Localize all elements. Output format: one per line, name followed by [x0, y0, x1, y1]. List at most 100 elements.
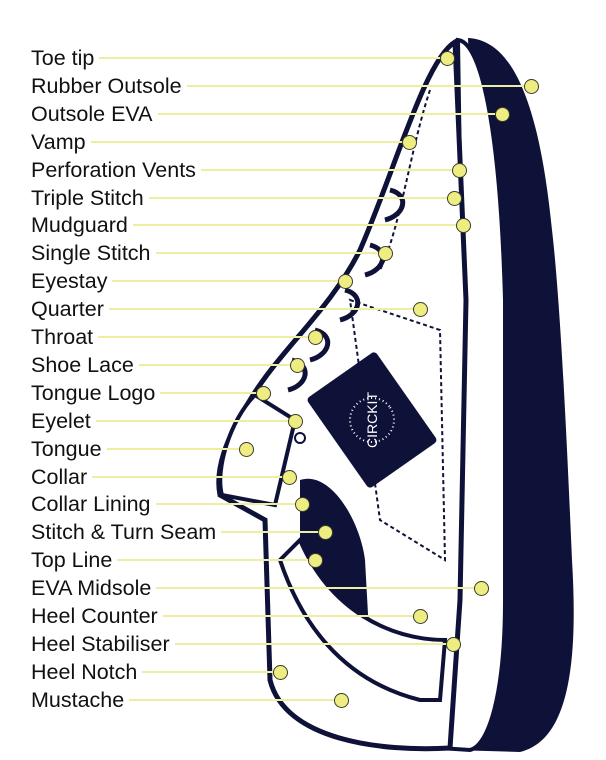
callout-perforation-vents: Perforation Vents [31, 156, 460, 184]
leader-line [200, 168, 460, 171]
callout-heel-notch: Heel Notch [31, 658, 281, 686]
callout-shoe-lace: Shoe Lace [31, 351, 298, 379]
eyelet [294, 432, 306, 444]
leader-line [148, 196, 455, 199]
callout-label: Collar [31, 464, 88, 489]
callout-eyelet: Eyelet [31, 407, 296, 435]
leader-line [132, 224, 464, 227]
callout-label: Top Line [31, 548, 113, 573]
leader-line [157, 112, 503, 115]
callout-tongue-logo: Tongue Logo [31, 379, 264, 407]
callout-label: EVA Midsole [31, 576, 152, 601]
callout-dot [452, 162, 467, 178]
callout-label: Eyelet [31, 408, 91, 433]
callout-label: Outsole EVA [31, 101, 153, 126]
callout-tongue: Tongue [31, 435, 247, 463]
callout-mustache: Mustache [31, 686, 342, 714]
callout-triple-stitch: Triple Stitch [31, 184, 455, 212]
callout-dot [334, 692, 349, 708]
callout-outsole-eva: Outsole EVA [31, 100, 503, 128]
callout-label: Single Stitch [31, 241, 151, 266]
callout-dot [318, 525, 333, 541]
callout-label: Rubber Outsole [31, 73, 182, 98]
leader-line [142, 670, 281, 673]
callout-eyestay: Eyestay [31, 267, 346, 295]
leader-line [99, 57, 448, 59]
callout-label: Tongue Logo [31, 380, 156, 405]
callout-dot [413, 302, 428, 318]
callout-label: Triple Stitch [31, 185, 144, 210]
callout-collar: Collar [31, 463, 290, 491]
callout-dot [495, 106, 510, 122]
callout-toe-tip: Toe tip [31, 44, 448, 72]
callout-label: Heel Stabiliser [31, 631, 170, 656]
tongue-logo: CIRCKIT [307, 352, 437, 488]
callout-heel-stabiliser: Heel Stabiliser [31, 630, 454, 658]
callout-dot [413, 609, 428, 624]
callout-label: Tongue [31, 436, 102, 461]
leader-line [162, 615, 421, 617]
callout-dot [308, 330, 323, 345]
callout-dot [288, 413, 303, 429]
callout-dot [474, 581, 489, 597]
leader-line [92, 475, 290, 478]
leader-line [117, 559, 316, 562]
callout-label: Mudguard [31, 213, 128, 238]
callout-rubber-outsole: Rubber Outsole [31, 72, 532, 100]
callout-dot [378, 246, 393, 262]
svg-text:CIRCKIT: CIRCKIT [364, 392, 380, 448]
callout-label: Toe tip [31, 46, 95, 70]
callout-dot [256, 385, 271, 401]
heel-counter [277, 536, 448, 702]
callout-quarter: Quarter [31, 295, 421, 323]
leader-line [98, 336, 316, 338]
callout-dot [308, 553, 323, 569]
callout-dot [290, 357, 305, 373]
callout-heel-counter: Heel Counter [31, 602, 421, 630]
callout-dot [447, 190, 462, 206]
callout-dot [295, 497, 310, 513]
leader-line [108, 308, 421, 311]
callout-dot [456, 218, 471, 234]
callout-label: Perforation Vents [31, 157, 196, 182]
callout-dot [402, 134, 417, 150]
callout-label: Throat [31, 325, 94, 349]
callout-dot [282, 469, 297, 485]
callout-dot [440, 51, 455, 66]
leader-line [106, 447, 247, 450]
callout-single-stitch: Single Stitch [31, 239, 386, 267]
callout-label: Heel Notch [31, 659, 138, 684]
callout-dot [239, 441, 254, 457]
leader-line [186, 84, 532, 87]
leader-line [221, 531, 326, 534]
leader-line [174, 642, 454, 645]
quarter-stitch [348, 298, 447, 562]
callout-top-line: Top Line [31, 546, 316, 574]
callout-dot [524, 78, 539, 94]
callout-label: Heel Counter [31, 604, 158, 628]
callout-label: Collar Lining [31, 492, 151, 517]
callout-collar-lining: Collar Lining [31, 490, 303, 518]
callout-mudguard: Mudguard [31, 211, 464, 239]
callout-dot [338, 274, 353, 290]
callout-stitch-turn-seam: Stitch & Turn Seam [31, 518, 326, 546]
callout-label: Quarter [31, 297, 104, 322]
leader-line [129, 698, 342, 701]
callout-dot [273, 664, 288, 680]
leader-line [156, 587, 482, 590]
callout-label: Mustache [31, 687, 125, 712]
callout-throat: Throat [31, 323, 316, 351]
leader-line [155, 503, 303, 506]
callout-label: Shoe Lace [31, 352, 134, 377]
callout-label: Stitch & Turn Seam [31, 520, 217, 545]
callout-label: Eyestay [31, 269, 108, 294]
callout-label: Vamp [31, 129, 86, 154]
leader-line [112, 280, 346, 283]
callout-vamp: Vamp [31, 128, 410, 156]
leader-line [90, 140, 410, 143]
leader-line [155, 252, 386, 255]
leader-line [138, 363, 298, 366]
leader-line [95, 419, 296, 422]
